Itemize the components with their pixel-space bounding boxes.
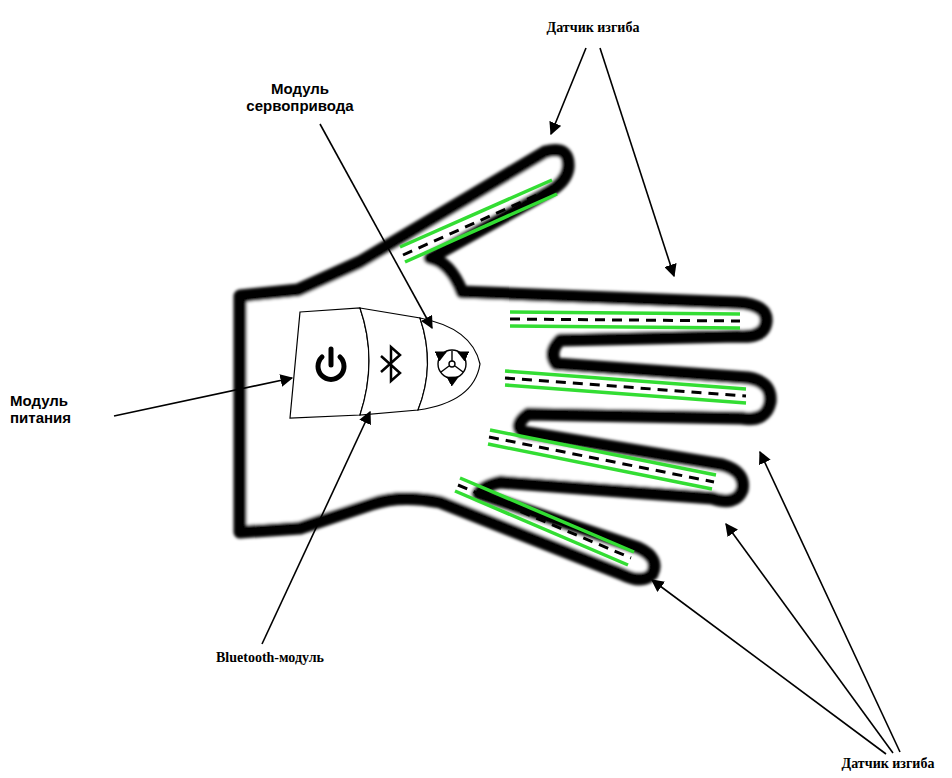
flex-sensors [400,180,746,565]
bluetooth-module [360,308,428,415]
servo-module-label: Модуль сервопривода [240,80,360,115]
bluetooth-icon [381,347,400,381]
servo-icon [438,350,466,378]
bluetooth-module-label: Bluetooth-модуль [185,650,355,666]
power-module [290,308,369,418]
power-module-label: Модуль питания [10,392,120,427]
modules [290,308,480,418]
glove-outline [240,150,770,579]
servo-module [418,318,480,410]
sensor-label: Датчик изгиба [523,20,663,36]
sensor-label: Датчик изгиба [828,756,948,772]
power-icon [318,349,344,379]
leader-lines [114,48,900,754]
